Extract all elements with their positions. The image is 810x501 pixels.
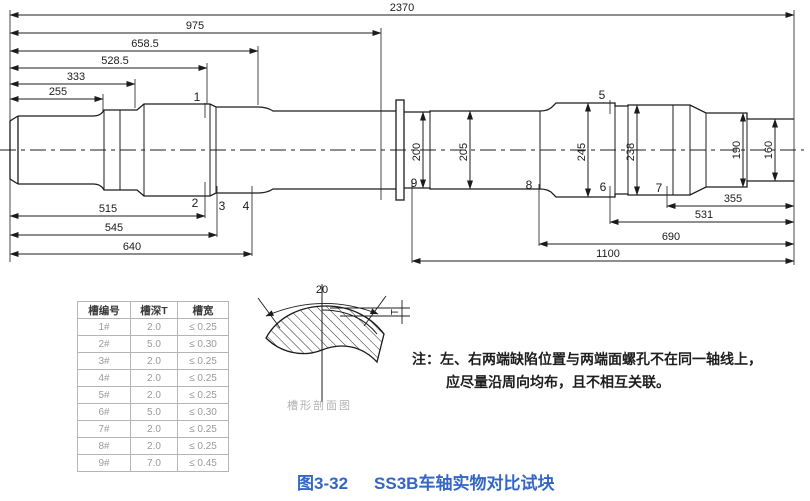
arc-width-dimension bbox=[257, 295, 387, 329]
table-row: 5#2.0≤ 0.25 bbox=[77, 386, 229, 404]
cell: 2.0 bbox=[130, 352, 178, 370]
dim-255: 255 bbox=[49, 86, 67, 98]
slot-table: 槽编号 槽深T 槽宽 1#2.0≤ 0.25 2#5.0≤ 0.30 3#2.0… bbox=[77, 301, 229, 472]
dim-690: 690 bbox=[662, 231, 680, 243]
slot-label-7: 7 bbox=[656, 181, 663, 195]
axle-drawing: 2370 975 658.5 528.5 333 255 515 545 640… bbox=[0, 2, 804, 265]
table-row: 4#2.0≤ 0.25 bbox=[77, 369, 229, 387]
slot-table-header-row: 槽编号 槽深T 槽宽 bbox=[77, 301, 229, 319]
figure-title: SS3B车轴实物对比试块 bbox=[374, 474, 555, 493]
slot-label-9: 9 bbox=[411, 176, 418, 190]
dim-total-length: 2370 bbox=[390, 2, 414, 14]
slot-label-5: 5 bbox=[599, 88, 606, 102]
hatched-section-shape bbox=[265, 305, 385, 364]
slot-cross-section-figure: 20 T bbox=[257, 284, 410, 402]
slot-label-2: 2 bbox=[192, 196, 199, 210]
cell: ≤ 0.30 bbox=[177, 403, 229, 421]
figure-number: 图3-32 bbox=[297, 474, 349, 493]
cell: ≤ 0.25 bbox=[177, 352, 229, 370]
cell: 2.0 bbox=[130, 386, 178, 404]
table-row: 2#5.0≤ 0.30 bbox=[77, 335, 229, 353]
dia-238: 238 bbox=[625, 143, 637, 161]
dim-528-5: 528.5 bbox=[101, 55, 129, 67]
depth-label-T: T bbox=[390, 309, 401, 315]
dim-333: 333 bbox=[67, 71, 85, 83]
cell: 3# bbox=[77, 352, 131, 370]
cell: 7.0 bbox=[130, 454, 178, 472]
cell: ≤ 0.25 bbox=[177, 437, 229, 455]
note-line-1: 注：左、右两端缺陷位置与两端面螺孔不在同一轴线上， bbox=[412, 353, 762, 368]
cell: ≤ 0.25 bbox=[177, 318, 229, 336]
table-row: 1#2.0≤ 0.25 bbox=[77, 318, 229, 336]
dim-640: 640 bbox=[123, 241, 141, 253]
dia-205: 205 bbox=[458, 143, 470, 161]
dim-545: 545 bbox=[105, 222, 123, 234]
step-edges bbox=[103, 103, 748, 197]
slot-label-3: 3 bbox=[219, 199, 226, 213]
col-header-slot-width: 槽宽 bbox=[177, 301, 229, 319]
slot-label-1: 1 bbox=[194, 90, 201, 104]
dimension-lines bbox=[9, 12, 795, 264]
cell: 2.0 bbox=[130, 369, 178, 387]
cell: 5.0 bbox=[130, 335, 178, 353]
table-row: 8#2.0≤ 0.25 bbox=[77, 437, 229, 455]
dim-515: 515 bbox=[99, 203, 117, 215]
cell: ≤ 0.25 bbox=[177, 369, 229, 387]
cross-section-caption: 槽形剖面图 bbox=[287, 400, 352, 412]
cell: ≤ 0.30 bbox=[177, 335, 229, 353]
table-row: 7#2.0≤ 0.25 bbox=[77, 420, 229, 438]
note-block: 注：左、右两端缺陷位置与两端面螺孔不在同一轴线上， 应尽量沿周向均布，且不相互关… bbox=[412, 349, 804, 395]
cell: 2# bbox=[77, 335, 131, 353]
table-row: 3#2.0≤ 0.25 bbox=[77, 352, 229, 370]
dim-658-5: 658.5 bbox=[131, 38, 159, 50]
cell: 7# bbox=[77, 420, 131, 438]
extension-lines bbox=[9, 10, 795, 265]
cell: 5# bbox=[77, 386, 131, 404]
dia-190: 190 bbox=[731, 141, 743, 159]
note-line-2: 应尽量沿周向均布，且不相互关联。 bbox=[446, 376, 670, 391]
dim-355: 355 bbox=[724, 193, 742, 205]
cell: 2.0 bbox=[130, 318, 178, 336]
cell: ≤ 0.25 bbox=[177, 386, 229, 404]
depth-dimension bbox=[330, 300, 410, 324]
cell: 2.0 bbox=[130, 437, 178, 455]
cell: 6# bbox=[77, 403, 131, 421]
cell: 4# bbox=[77, 369, 131, 387]
cell: 8# bbox=[77, 437, 131, 455]
dia-245: 245 bbox=[576, 143, 588, 161]
dia-200: 200 bbox=[411, 143, 423, 161]
col-header-slot-no: 槽编号 bbox=[77, 301, 131, 319]
slot-label-8: 8 bbox=[526, 178, 533, 192]
slot-label-6: 6 bbox=[600, 180, 607, 194]
col-header-slot-depth: 槽深T bbox=[130, 301, 178, 319]
cell: ≤ 0.45 bbox=[177, 454, 229, 472]
cell: 5.0 bbox=[130, 403, 178, 421]
dia-160: 160 bbox=[763, 141, 775, 159]
collar-ring bbox=[395, 99, 405, 201]
cell: 9# bbox=[77, 454, 131, 472]
dim-531: 531 bbox=[695, 209, 713, 221]
cell: ≤ 0.25 bbox=[177, 420, 229, 438]
table-row: 6#5.0≤ 0.30 bbox=[77, 403, 229, 421]
dim-975: 975 bbox=[186, 20, 204, 32]
dim-1100: 1100 bbox=[596, 248, 620, 260]
slot-label-4: 4 bbox=[243, 199, 250, 213]
cell: 1# bbox=[77, 318, 131, 336]
cell: 2.0 bbox=[130, 420, 178, 438]
arc-width-value: 20 bbox=[316, 284, 328, 296]
figure-caption: 图3-32 SS3B车轴实物对比试块 bbox=[297, 469, 554, 494]
table-row: 9#7.0≤ 0.45 bbox=[77, 454, 229, 472]
axle-outline bbox=[9, 99, 794, 201]
